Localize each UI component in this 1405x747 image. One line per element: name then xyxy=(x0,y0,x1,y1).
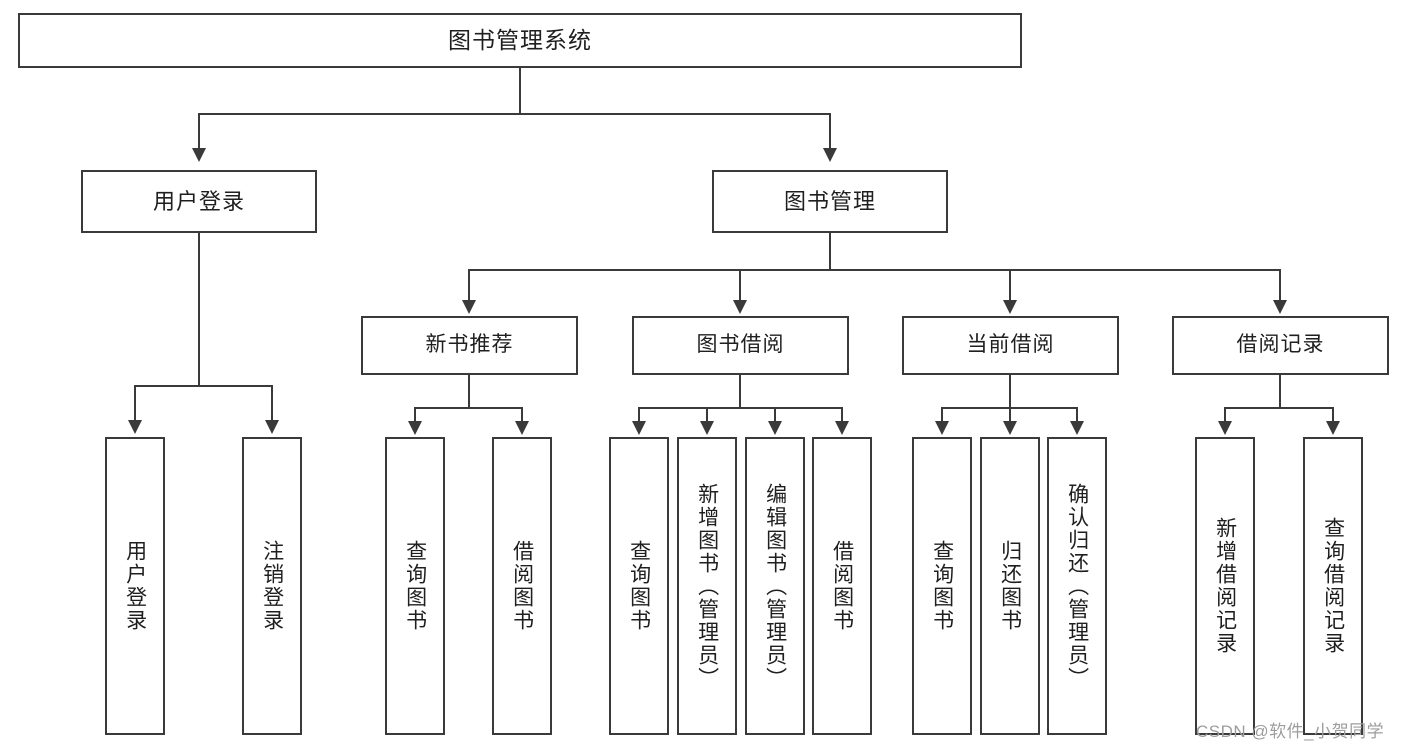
leaf-new-book-borrow[interactable]: 借阅图书 xyxy=(492,437,552,735)
node-label: 用户登录 xyxy=(152,188,245,214)
node-label: 新增借阅记录 xyxy=(1213,517,1237,655)
arrowhead-leaf-new-book-2 xyxy=(515,421,529,435)
arrowhead-leaf-current-borrow-1 xyxy=(935,421,949,435)
arrowhead-book-mgmt xyxy=(823,148,837,162)
arrowhead-leaf-new-book-1 xyxy=(408,421,422,435)
arrowhead-leaf-current-borrow-2 xyxy=(1003,421,1017,435)
node-label: 当前借阅 xyxy=(966,333,1055,357)
arrowhead-leaf-book-borrow-2 xyxy=(700,421,714,435)
node-label: 查询图书 xyxy=(930,540,954,632)
connector-book-borrow-drop-2 xyxy=(706,407,708,423)
leaf-user-login-login[interactable]: 用户登录 xyxy=(105,437,165,735)
arrowhead-leaf-book-borrow-4 xyxy=(835,421,849,435)
leaf-book-borrow-borrow[interactable]: 借阅图书 xyxy=(812,437,872,735)
connector-new-book-bus xyxy=(414,407,523,409)
connector-current-borrow-drop-2 xyxy=(1009,407,1011,423)
connector-book-borrow-drop-3 xyxy=(774,407,776,423)
node-label: 编辑图书（管理员） xyxy=(763,482,787,690)
connector-book-borrow-drop-4 xyxy=(841,407,843,423)
node-label: 图书借阅 xyxy=(696,333,785,357)
node-current-borrow[interactable]: 当前借阅 xyxy=(902,316,1119,375)
arrowhead-borrow-record xyxy=(1273,300,1287,314)
node-label: 归还图书 xyxy=(998,540,1022,632)
node-book-borrow[interactable]: 图书借阅 xyxy=(632,316,849,375)
connector-root-to-book-mgmt xyxy=(829,113,831,149)
connector-root-stem xyxy=(519,68,521,114)
leaf-current-borrow-query[interactable]: 查询图书 xyxy=(912,437,972,735)
node-label: 查询图书 xyxy=(627,540,651,632)
arrowhead-leaf-book-borrow-1 xyxy=(632,421,646,435)
arrowhead-leaf-book-borrow-3 xyxy=(768,421,782,435)
connector-root-bus xyxy=(198,113,831,115)
node-borrow-record[interactable]: 借阅记录 xyxy=(1172,316,1389,375)
connector-new-book-drop-1 xyxy=(414,407,416,423)
arrowhead-new-book xyxy=(462,300,476,314)
leaf-book-borrow-add[interactable]: 新增图书（管理员） xyxy=(677,437,737,735)
node-user-login[interactable]: 用户登录 xyxy=(81,170,317,233)
node-label: 查询图书 xyxy=(403,540,427,632)
connector-current-borrow-drop-3 xyxy=(1076,407,1078,423)
leaf-new-book-query[interactable]: 查询图书 xyxy=(385,437,445,735)
connector-new-book-drop-2 xyxy=(521,407,523,423)
leaf-user-login-logout[interactable]: 注销登录 xyxy=(242,437,302,735)
connector-book-mgmt-bus xyxy=(468,269,1280,271)
connector-book-borrow-stem xyxy=(739,375,741,408)
arrowhead-leaf-borrow-record-2 xyxy=(1326,421,1340,435)
node-label: 注销登录 xyxy=(260,540,284,632)
connector-new-book-stem xyxy=(468,375,470,408)
node-label: 借阅记录 xyxy=(1236,333,1325,357)
arrowhead-book-borrow xyxy=(733,300,747,314)
connector-book-mgmt-drop-2 xyxy=(739,269,741,301)
connector-current-borrow-drop-1 xyxy=(941,407,943,423)
node-label: 新增图书（管理员） xyxy=(695,482,719,690)
leaf-borrow-record-add[interactable]: 新增借阅记录 xyxy=(1195,437,1255,735)
connector-borrow-record-bus xyxy=(1224,407,1334,409)
node-label: 用户登录 xyxy=(123,540,147,632)
node-label: 图书管理 xyxy=(783,188,876,214)
connector-book-mgmt-drop-4 xyxy=(1279,269,1281,301)
leaf-current-borrow-confirm[interactable]: 确认归还（管理员） xyxy=(1047,437,1107,735)
connector-book-mgmt-drop-3 xyxy=(1009,269,1011,301)
arrowhead-leaf-user-login-2 xyxy=(265,420,279,434)
node-label: 借阅图书 xyxy=(830,540,854,632)
leaf-borrow-record-query[interactable]: 查询借阅记录 xyxy=(1303,437,1363,735)
leaf-book-borrow-edit[interactable]: 编辑图书（管理员） xyxy=(745,437,805,735)
arrowhead-leaf-borrow-record-1 xyxy=(1218,421,1232,435)
connector-user-login-drop-1 xyxy=(134,385,136,421)
leaf-book-borrow-query[interactable]: 查询图书 xyxy=(609,437,669,735)
node-new-book-recommend[interactable]: 新书推荐 xyxy=(361,316,578,375)
node-label: 新书推荐 xyxy=(425,333,514,357)
connector-book-mgmt-stem xyxy=(829,233,831,270)
arrowhead-user-login xyxy=(192,148,206,162)
node-label: 借阅图书 xyxy=(510,540,534,632)
node-label: 确认归还（管理员） xyxy=(1065,482,1089,690)
connector-current-borrow-stem xyxy=(1009,375,1011,408)
connector-user-login-stem xyxy=(198,233,200,386)
node-label: 图书管理系统 xyxy=(448,27,592,54)
node-root-system[interactable]: 图书管理系统 xyxy=(18,13,1022,68)
leaf-current-borrow-return[interactable]: 归还图书 xyxy=(980,437,1040,735)
arrowhead-current-borrow xyxy=(1003,300,1017,314)
connector-user-login-bus xyxy=(134,385,272,387)
node-label: 查询借阅记录 xyxy=(1321,517,1345,655)
connector-root-to-user-login xyxy=(198,113,200,149)
connector-borrow-record-drop-2 xyxy=(1332,407,1334,423)
arrowhead-leaf-user-login-1 xyxy=(128,420,142,434)
connector-book-borrow-drop-1 xyxy=(638,407,640,423)
arrowhead-leaf-current-borrow-3 xyxy=(1070,421,1084,435)
connector-book-borrow-bus xyxy=(638,407,843,409)
connector-user-login-drop-2 xyxy=(271,385,273,421)
connector-book-mgmt-drop-1 xyxy=(468,269,470,301)
connector-borrow-record-drop-1 xyxy=(1224,407,1226,423)
connector-borrow-record-stem xyxy=(1279,375,1281,408)
node-book-management[interactable]: 图书管理 xyxy=(712,170,948,233)
